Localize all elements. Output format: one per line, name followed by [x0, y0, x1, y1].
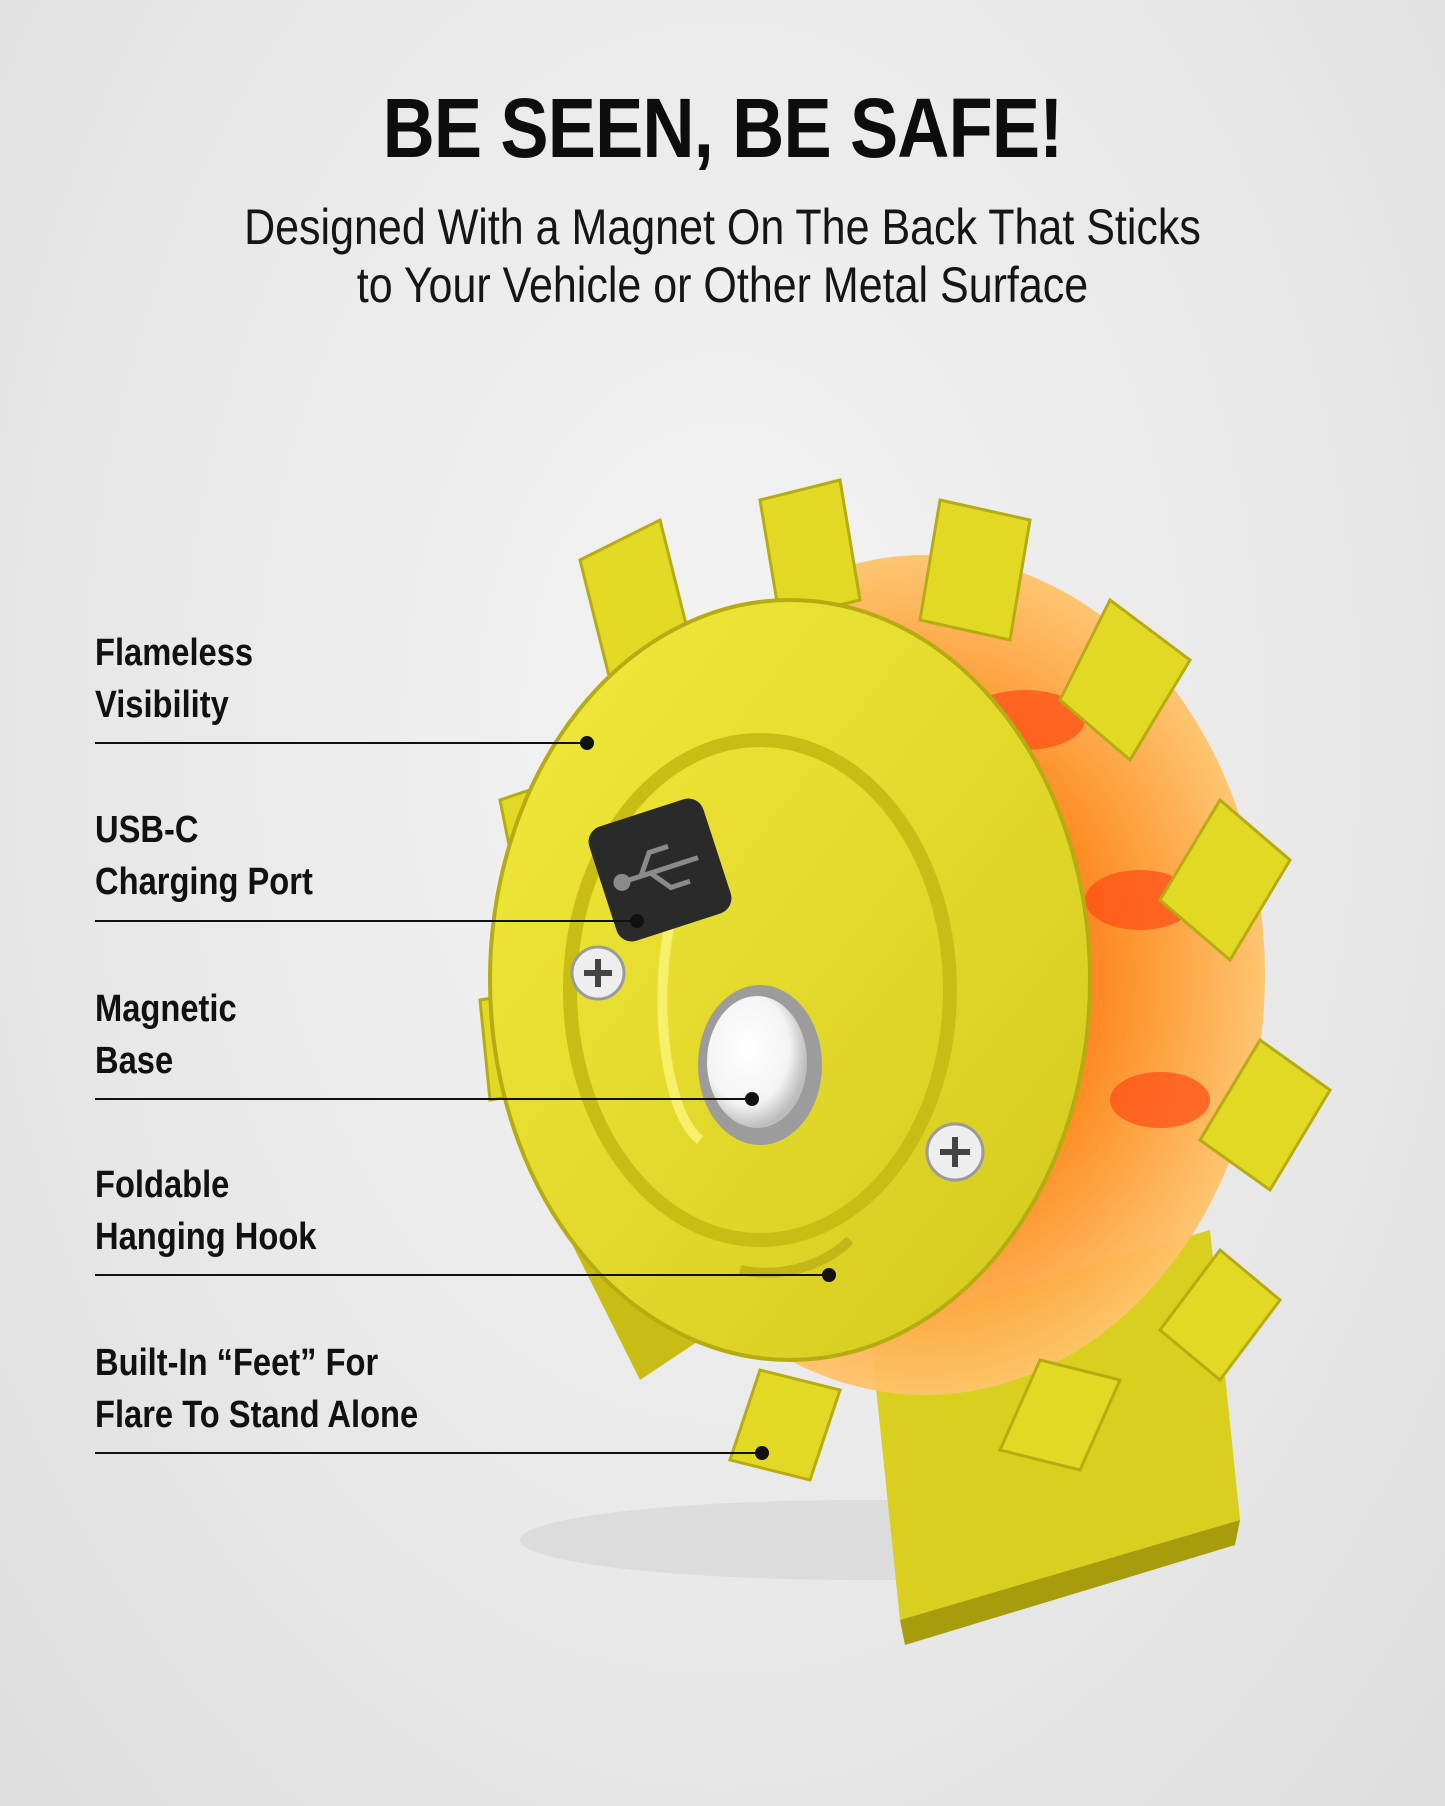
- callout-usb-c-charging-port: USB-C Charging Port: [95, 804, 313, 908]
- usb-c-port: [588, 798, 732, 942]
- phillips-screw-icon: [925, 1122, 985, 1182]
- usb-icon: [613, 843, 699, 891]
- callout-line-2: Charging Port: [95, 861, 313, 903]
- callout-line-2: Base: [95, 1040, 174, 1082]
- callout-leader-lines: [95, 736, 836, 1460]
- page-subtitle-line-2: to Your Vehicle or Other Metal Surface: [356, 257, 1089, 313]
- callout-line-1: Built-In “Feet” For: [95, 1342, 379, 1384]
- callout-line-1: USB-C: [95, 809, 199, 851]
- callout-line-2: Visibility: [95, 684, 229, 726]
- callout-line-2: Flare To Stand Alone: [95, 1394, 419, 1436]
- callout-magnetic-base: Magnetic Base: [95, 983, 237, 1087]
- callout-flameless-visibility: Flameless Visibility: [95, 627, 253, 731]
- magnet-icon: [698, 985, 822, 1145]
- hanging-hook: [739, 1236, 854, 1278]
- phillips-screw-icon: [570, 945, 626, 1001]
- page-title: BE SEEN, BE SAFE!: [382, 81, 1064, 175]
- callout-line-2: Hanging Hook: [95, 1216, 317, 1258]
- callout-line-1: Flameless: [95, 632, 254, 674]
- callout-built-in-feet: Built-In “Feet” For Flare To Stand Alone: [95, 1337, 418, 1441]
- callout-line-1: Foldable: [95, 1164, 230, 1206]
- callout-line-1: Magnetic: [95, 988, 237, 1030]
- page-subtitle-line-1: Designed With a Magnet On The Back That …: [244, 199, 1201, 255]
- callout-foldable-hanging-hook: Foldable Hanging Hook: [95, 1159, 316, 1263]
